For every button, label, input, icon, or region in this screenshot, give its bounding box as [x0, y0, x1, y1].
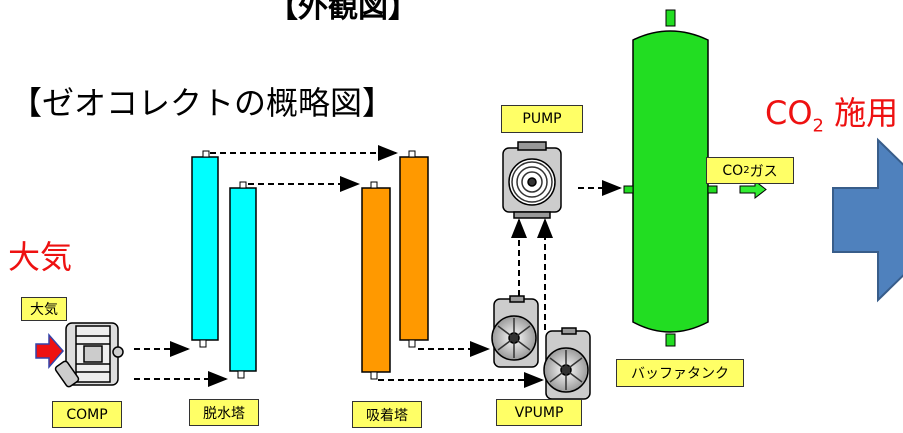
compressor-icon — [54, 322, 124, 388]
co2-use-arrow — [832, 137, 903, 303]
vacuum-pump-1-icon — [491, 295, 539, 368]
adsorption-tower-2 — [399, 150, 429, 348]
co2-use-prefix: CO — [765, 94, 813, 132]
air-label: 大気 — [21, 297, 67, 321]
dehydration-tower-1 — [191, 150, 219, 348]
header-cut-text: 【外観図】 — [268, 0, 418, 25]
co2-gas-suffix: ガス — [749, 163, 778, 180]
air-inlet-arrow — [35, 333, 64, 369]
co2-use-heading: CO2 施用 — [765, 88, 898, 136]
air-heading: 大気 — [8, 238, 73, 276]
co2-use-sub: 2 — [812, 115, 824, 137]
co2-use-suffix: 施用 — [823, 94, 899, 132]
pump-label: PUMP — [501, 105, 583, 133]
co2-outlet-arrow — [739, 179, 767, 200]
adsorption-tower-label: 吸着塔 — [352, 401, 422, 428]
dehydration-tower-2 — [229, 181, 257, 379]
pump-icon — [502, 141, 562, 219]
dehydration-tower-label: 脱水塔 — [189, 399, 259, 426]
co2-gas-sub: 2 — [743, 165, 750, 176]
comp-label: COMP — [52, 401, 122, 428]
buffer-tank — [623, 9, 718, 347]
diagram-title: 【ゼオコレクトの概略図】 — [10, 84, 395, 122]
buffer-tank-label: バッファタンク — [616, 359, 744, 387]
flow-lines — [134, 145, 622, 388]
vpump-label: VPUMP — [496, 399, 582, 426]
vacuum-pump-2-icon — [543, 327, 591, 400]
co2-gas-prefix: CO — [722, 162, 744, 179]
adsorption-tower-1 — [361, 181, 391, 380]
